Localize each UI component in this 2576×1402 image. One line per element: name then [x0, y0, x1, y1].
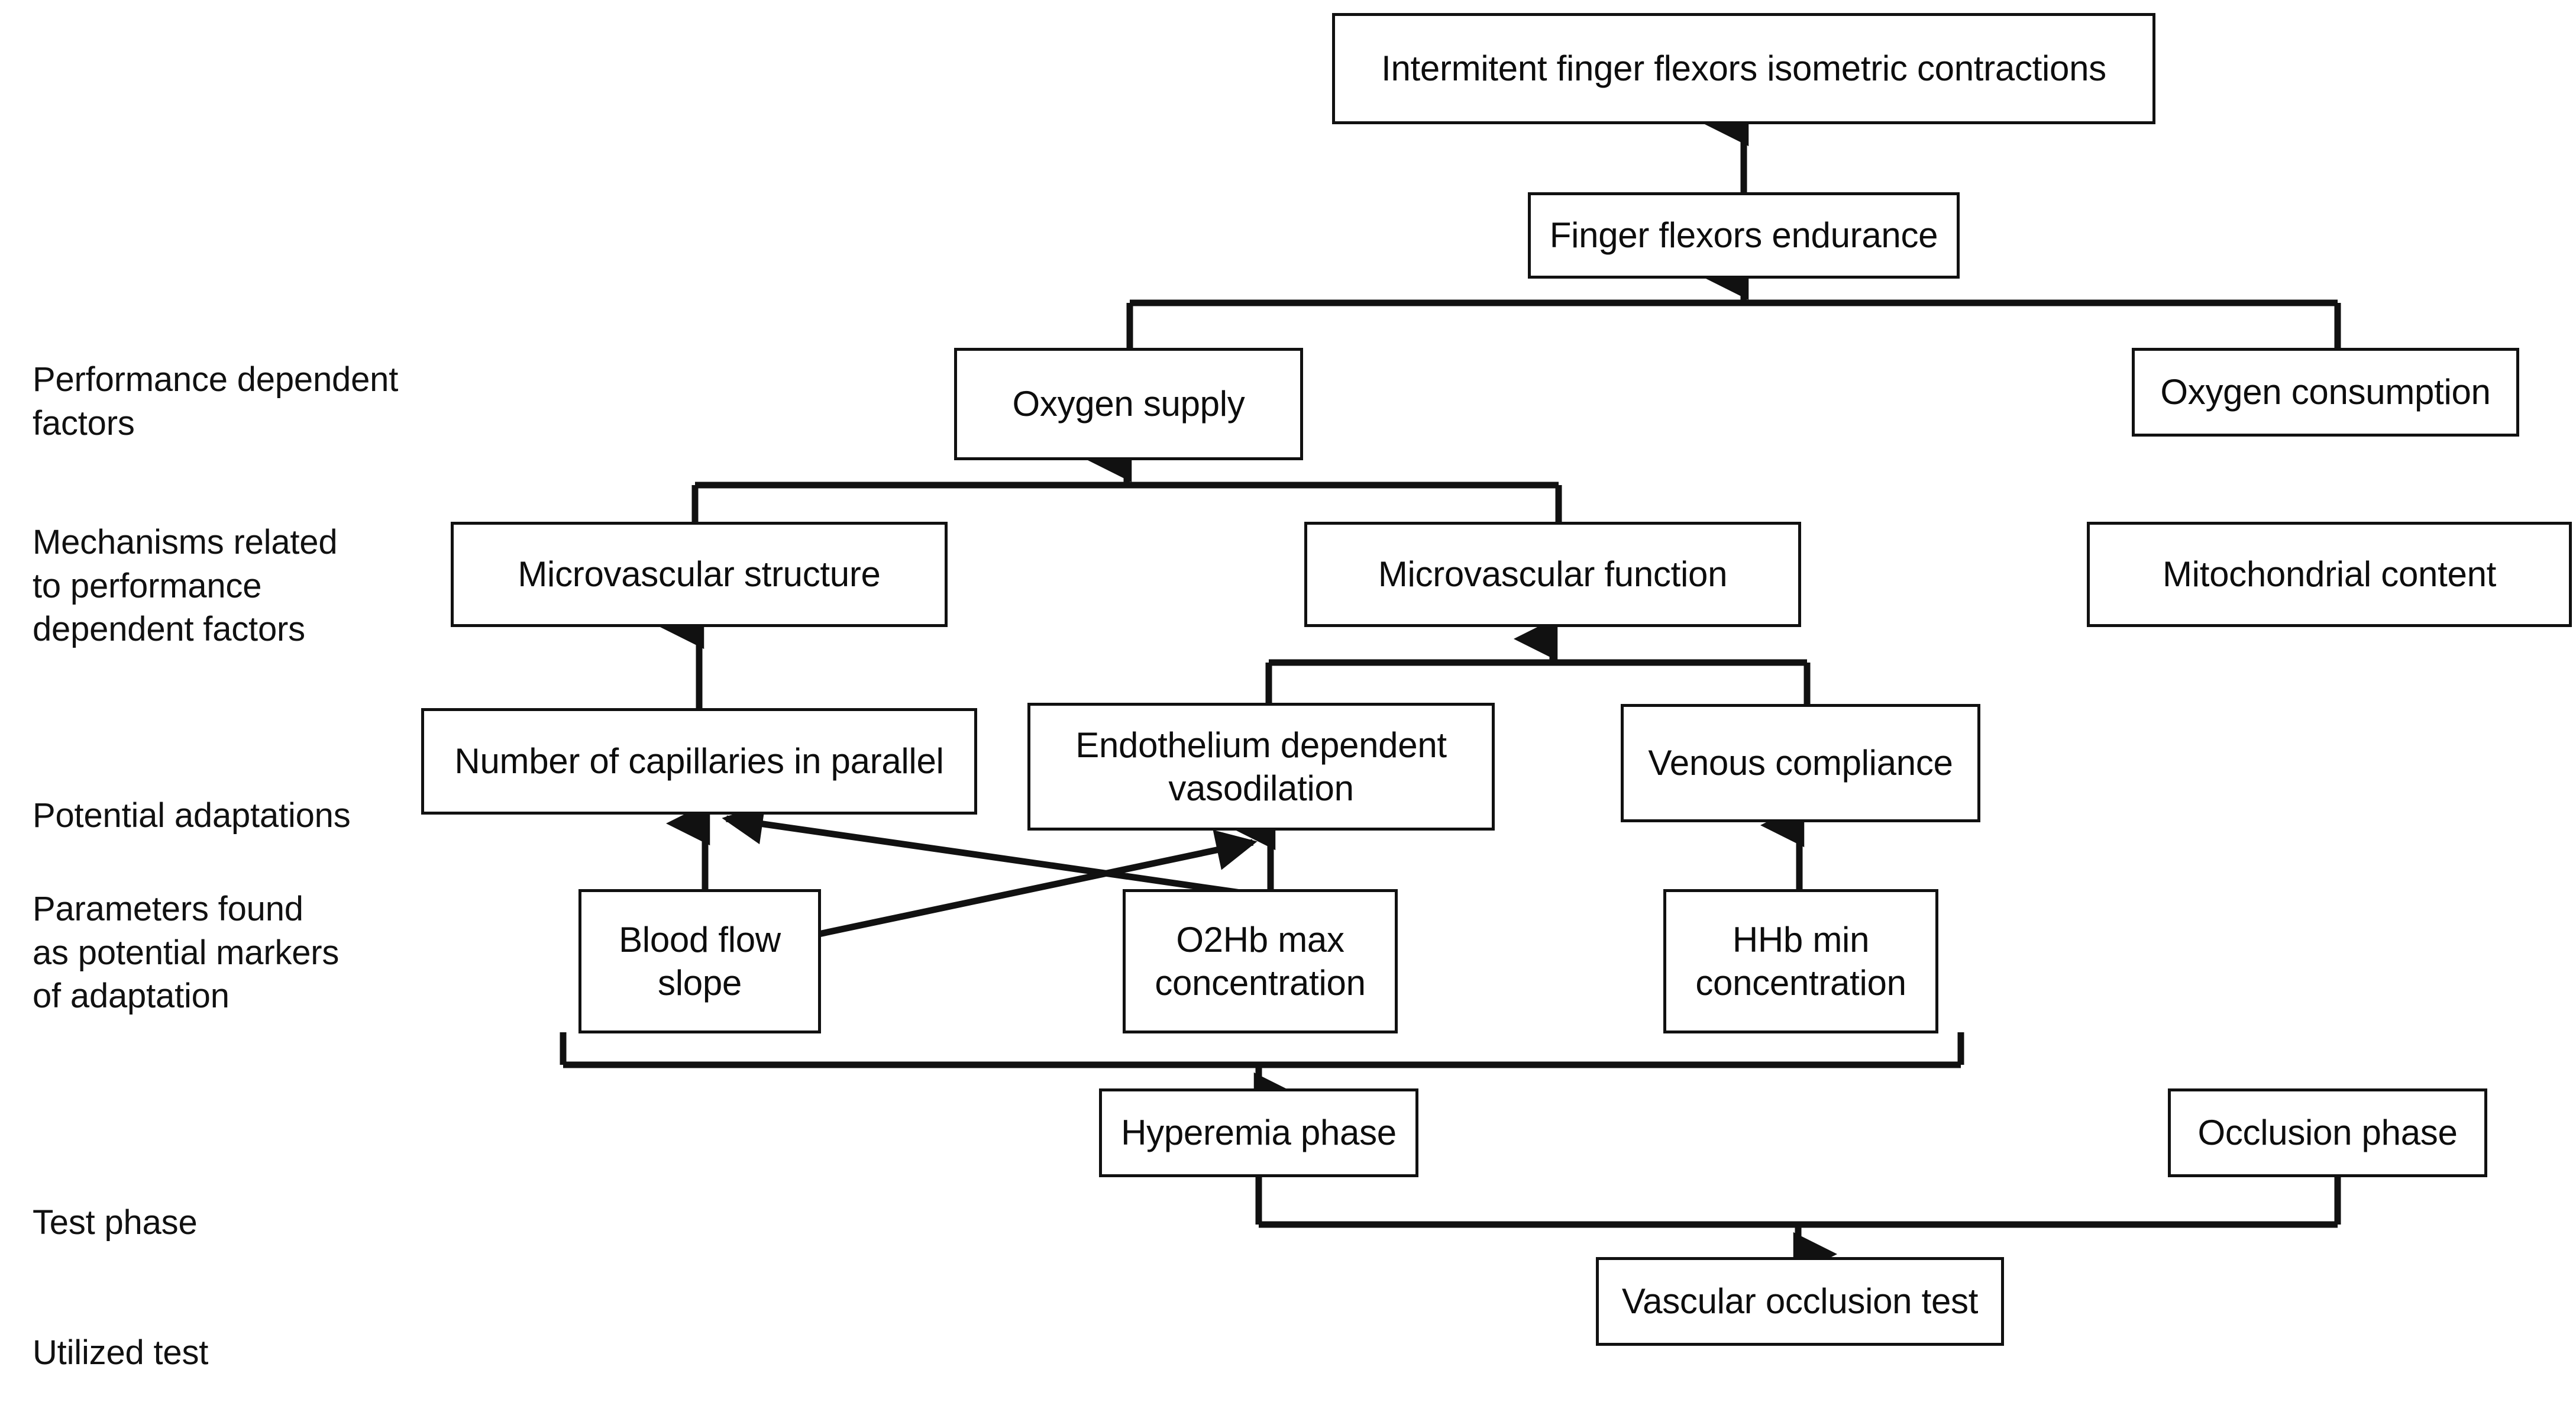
edge-o2hb-to-capillaries: [722, 803, 1253, 898]
tier-label-test-phase: Test phase: [33, 1203, 198, 1242]
node-microvascular-function[interactable]: Microvascular function: [1304, 522, 1801, 627]
node-blood-flow-slope[interactable]: Blood flow slope: [578, 889, 821, 1033]
tier-label-mechanisms-related: Mechanisms related to performance depend…: [33, 523, 338, 649]
node-endothelium-dependent-vasodilation[interactable]: Endothelium dependent vasodilation: [1027, 703, 1495, 831]
node-oxygen-consumption[interactable]: Oxygen consumption: [2132, 348, 2519, 437]
tier-label-utilized-test: Utilized test: [33, 1333, 209, 1372]
node-o2hb-max-concentration[interactable]: O2Hb max concentration: [1123, 889, 1398, 1033]
node-mitochondrial-content[interactable]: Mitochondrial content: [2087, 522, 2572, 627]
connectors: [560, 102, 2341, 1277]
node-finger-flexors-endurance[interactable]: Finger flexors endurance: [1528, 192, 1960, 279]
node-hyperemia-phase[interactable]: Hyperemia phase: [1099, 1088, 1418, 1177]
node-venous-compliance[interactable]: Venous compliance: [1621, 704, 1980, 822]
node-hhb-min-concentration[interactable]: HHb min concentration: [1663, 889, 1938, 1033]
tier-label-performance-dependent-factors: Performance dependent factors: [33, 360, 399, 442]
node-occlusion-phase[interactable]: Occlusion phase: [2168, 1088, 2487, 1177]
node-intermittent-contractions[interactable]: Intermitent finger flexors isometric con…: [1332, 13, 2155, 124]
node-vascular-occlusion-test[interactable]: Vascular occlusion test: [1596, 1257, 2004, 1346]
tier-separators: [13, 292, 1402, 1393]
tier-label-potential-adaptations: Potential adaptations: [33, 796, 351, 835]
tier-label-parameters-found: Parameters found as potential markers of…: [33, 890, 340, 1016]
node-oxygen-supply[interactable]: Oxygen supply: [954, 348, 1303, 460]
node-number-of-capillaries[interactable]: Number of capillaries in parallel: [421, 708, 977, 815]
node-microvascular-structure[interactable]: Microvascular structure: [451, 522, 948, 627]
